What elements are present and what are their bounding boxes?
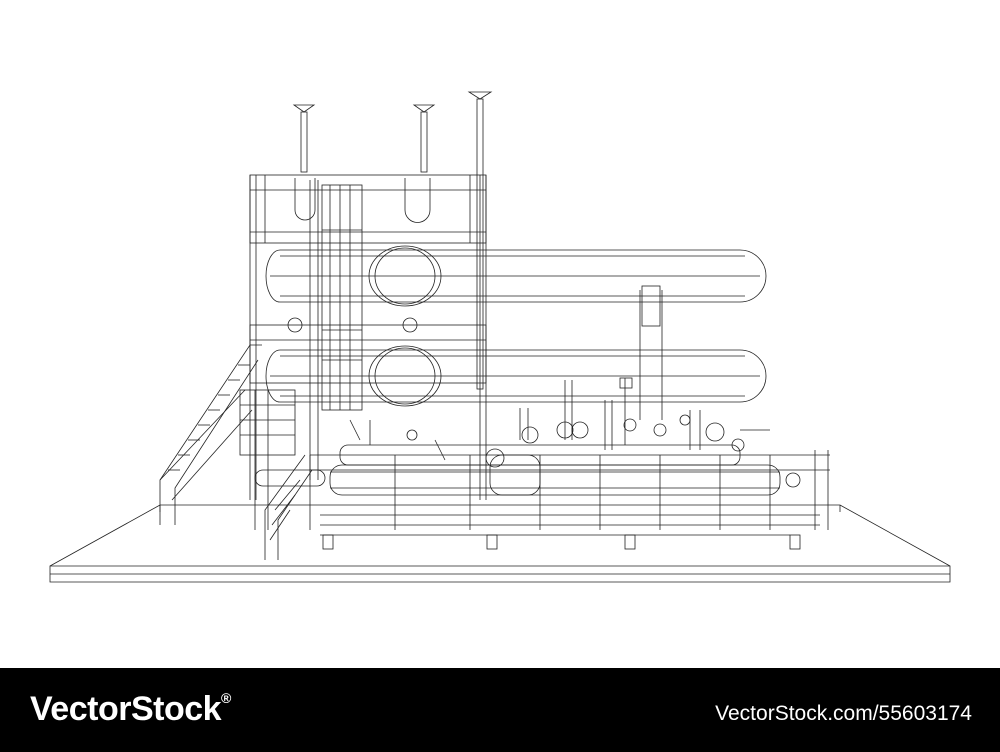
base-railings xyxy=(309,450,830,530)
registered-mark: ® xyxy=(221,690,231,706)
staircase xyxy=(159,344,313,560)
support-legs xyxy=(322,534,801,550)
wireframe-illustration xyxy=(49,91,951,583)
lower-separator-tank xyxy=(265,345,767,407)
watermark-footer: VectorStock® VectorStock.com/55603174 xyxy=(0,668,1000,752)
steel-frame xyxy=(249,174,487,500)
vent-stacks xyxy=(292,91,493,390)
lower-header-pipe xyxy=(254,444,820,536)
brand-name: VectorStock xyxy=(30,690,222,728)
image-url: VectorStock.com/55603174 xyxy=(715,702,972,725)
upper-separator-tank xyxy=(265,245,767,307)
instrument-details xyxy=(349,377,770,461)
base-skid xyxy=(49,504,951,583)
brand-logo: VectorStock® xyxy=(30,690,231,729)
vertical-piping xyxy=(294,178,663,480)
valves xyxy=(287,317,801,488)
